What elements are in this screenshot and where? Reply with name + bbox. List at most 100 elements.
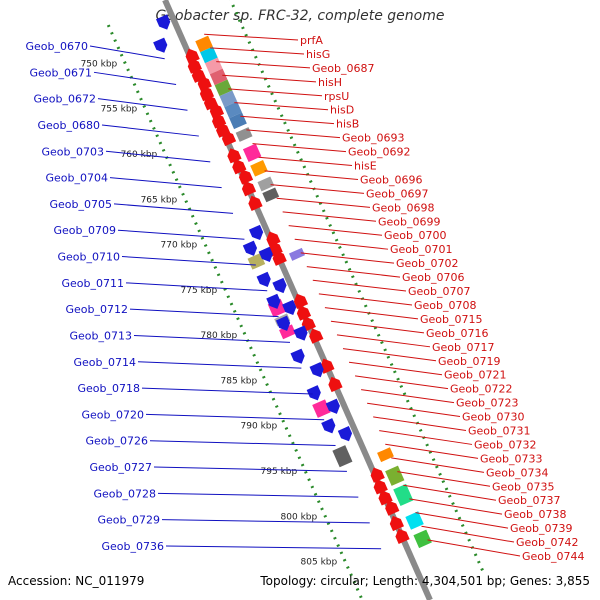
tick-label: 795 kbp	[261, 467, 298, 477]
plus-gene-label: rpsU	[324, 90, 349, 103]
tick-label: 775 kbp	[181, 286, 218, 296]
gene-boxes	[195, 35, 432, 549]
tick-label: 755 kbp	[101, 105, 138, 115]
leader-line	[367, 402, 461, 418]
leader-line	[149, 440, 336, 447]
leader-line	[258, 156, 353, 167]
leader-line	[210, 47, 305, 55]
plus-gene-label: Geob_0696	[360, 173, 423, 186]
leader-line	[109, 177, 222, 189]
leader-line	[121, 256, 256, 266]
tick-label: 770 kbp	[161, 241, 198, 251]
leader-line	[312, 279, 407, 292]
leader-line	[101, 124, 199, 137]
plus-gene-label: Geob_0731	[468, 424, 531, 437]
plus-gene-label: hisD	[330, 104, 354, 117]
gene-labels: Geob_0670Geob_0671Geob_0672Geob_0680Geob…	[26, 34, 585, 563]
tick-label: 790 kbp	[241, 422, 278, 432]
leader-line	[288, 225, 383, 236]
gene-box	[405, 511, 424, 530]
leader-line	[294, 238, 389, 250]
minus-gene-label: Geob_0736	[102, 540, 165, 553]
leader-line	[403, 484, 497, 501]
gene-arrow	[272, 277, 287, 294]
gene-arrow	[156, 14, 171, 30]
leader-line	[348, 361, 443, 376]
gene-arrow	[282, 299, 297, 316]
plus-gene-label: Geob_0693	[342, 132, 405, 145]
plus-gene-label: Geob_0739	[510, 522, 573, 535]
gene-arrow	[185, 48, 200, 64]
gene-box	[377, 447, 394, 463]
leader-line	[141, 387, 313, 395]
plus-gene-label: hisG	[306, 48, 330, 61]
gene-arrow	[248, 224, 264, 241]
gene-arrow	[241, 181, 257, 197]
gene-arrow	[328, 376, 343, 393]
plus-gene-label: Geob_0738	[504, 508, 567, 521]
gene-box	[332, 445, 353, 468]
gene-arrow	[248, 195, 263, 211]
leader-line	[409, 498, 503, 515]
leader-line	[89, 45, 165, 60]
gene-arrow	[309, 362, 324, 378]
minus-gene-label: Geob_0680	[38, 119, 101, 132]
minus-gene-label: Geob_0671	[30, 66, 93, 79]
plus-gene-label: Geob_0700	[384, 229, 447, 242]
gene-box	[195, 35, 213, 53]
leader-line	[125, 282, 268, 292]
plus-gene-label: prfA	[300, 34, 323, 47]
gene-arrow	[321, 418, 336, 434]
plus-gene-label: hisH	[318, 76, 342, 89]
leader-line	[385, 443, 479, 459]
plus-gene-label: Geob_0701	[390, 243, 453, 256]
plus-gene-label: Geob_0708	[414, 299, 477, 312]
leader-line	[355, 375, 449, 390]
minus-gene-label: Geob_0703	[42, 145, 105, 158]
leader-line	[153, 466, 347, 472]
plus-gene-label: Geob_0732	[474, 438, 537, 451]
gene-arrow	[370, 467, 385, 483]
tick-label: 800 kbp	[281, 512, 318, 522]
leader-line	[161, 519, 370, 524]
leader-line	[117, 229, 245, 240]
plus-gene-label: Geob_0699	[378, 215, 441, 228]
gene-arrows	[153, 14, 410, 544]
tick-label: 750 kbp	[81, 59, 118, 69]
gene-arrow	[227, 148, 242, 164]
gene-arrow	[221, 130, 237, 147]
leader-line	[246, 129, 341, 139]
gene-arrow	[209, 103, 225, 119]
leader-line	[342, 348, 437, 362]
minus-gene-label: Geob_0718	[78, 382, 141, 395]
gene-box	[393, 483, 414, 506]
plus-gene-label: Geob_0692	[348, 146, 411, 159]
gene-arrow	[385, 500, 400, 516]
plus-gene-label: Geob_0722	[450, 383, 513, 396]
gene-box	[250, 160, 268, 177]
gene-box	[235, 127, 253, 142]
plus-gene-label: hisE	[354, 160, 377, 173]
leader-line	[216, 61, 311, 69]
gene-arrow	[320, 358, 335, 374]
plus-gene-label: hisB	[336, 118, 359, 131]
minus-gene-label: Geob_0728	[94, 487, 157, 500]
minus-gene-label: Geob_0672	[34, 93, 97, 106]
gene-box	[224, 101, 243, 119]
plus-gene-label: Geob_0702	[396, 257, 459, 270]
leader-line	[264, 170, 359, 180]
plus-gene-label: Geob_0723	[456, 397, 519, 410]
leader-line	[133, 334, 291, 343]
leader-line	[391, 457, 485, 473]
gene-box	[247, 253, 266, 270]
minus-gene-label: Geob_0727	[90, 461, 153, 474]
tick-label: 765 kbp	[141, 195, 178, 205]
leader-line	[145, 413, 325, 421]
leader-line	[300, 252, 395, 264]
leader-line	[105, 150, 211, 163]
plus-gene-label: Geob_0697	[366, 187, 429, 200]
minus-gene-label: Geob_0710	[58, 251, 121, 264]
gene-arrow	[373, 479, 388, 495]
minus-gene-label: Geob_0712	[66, 303, 129, 316]
minus-gene-label: Geob_0704	[46, 172, 109, 185]
